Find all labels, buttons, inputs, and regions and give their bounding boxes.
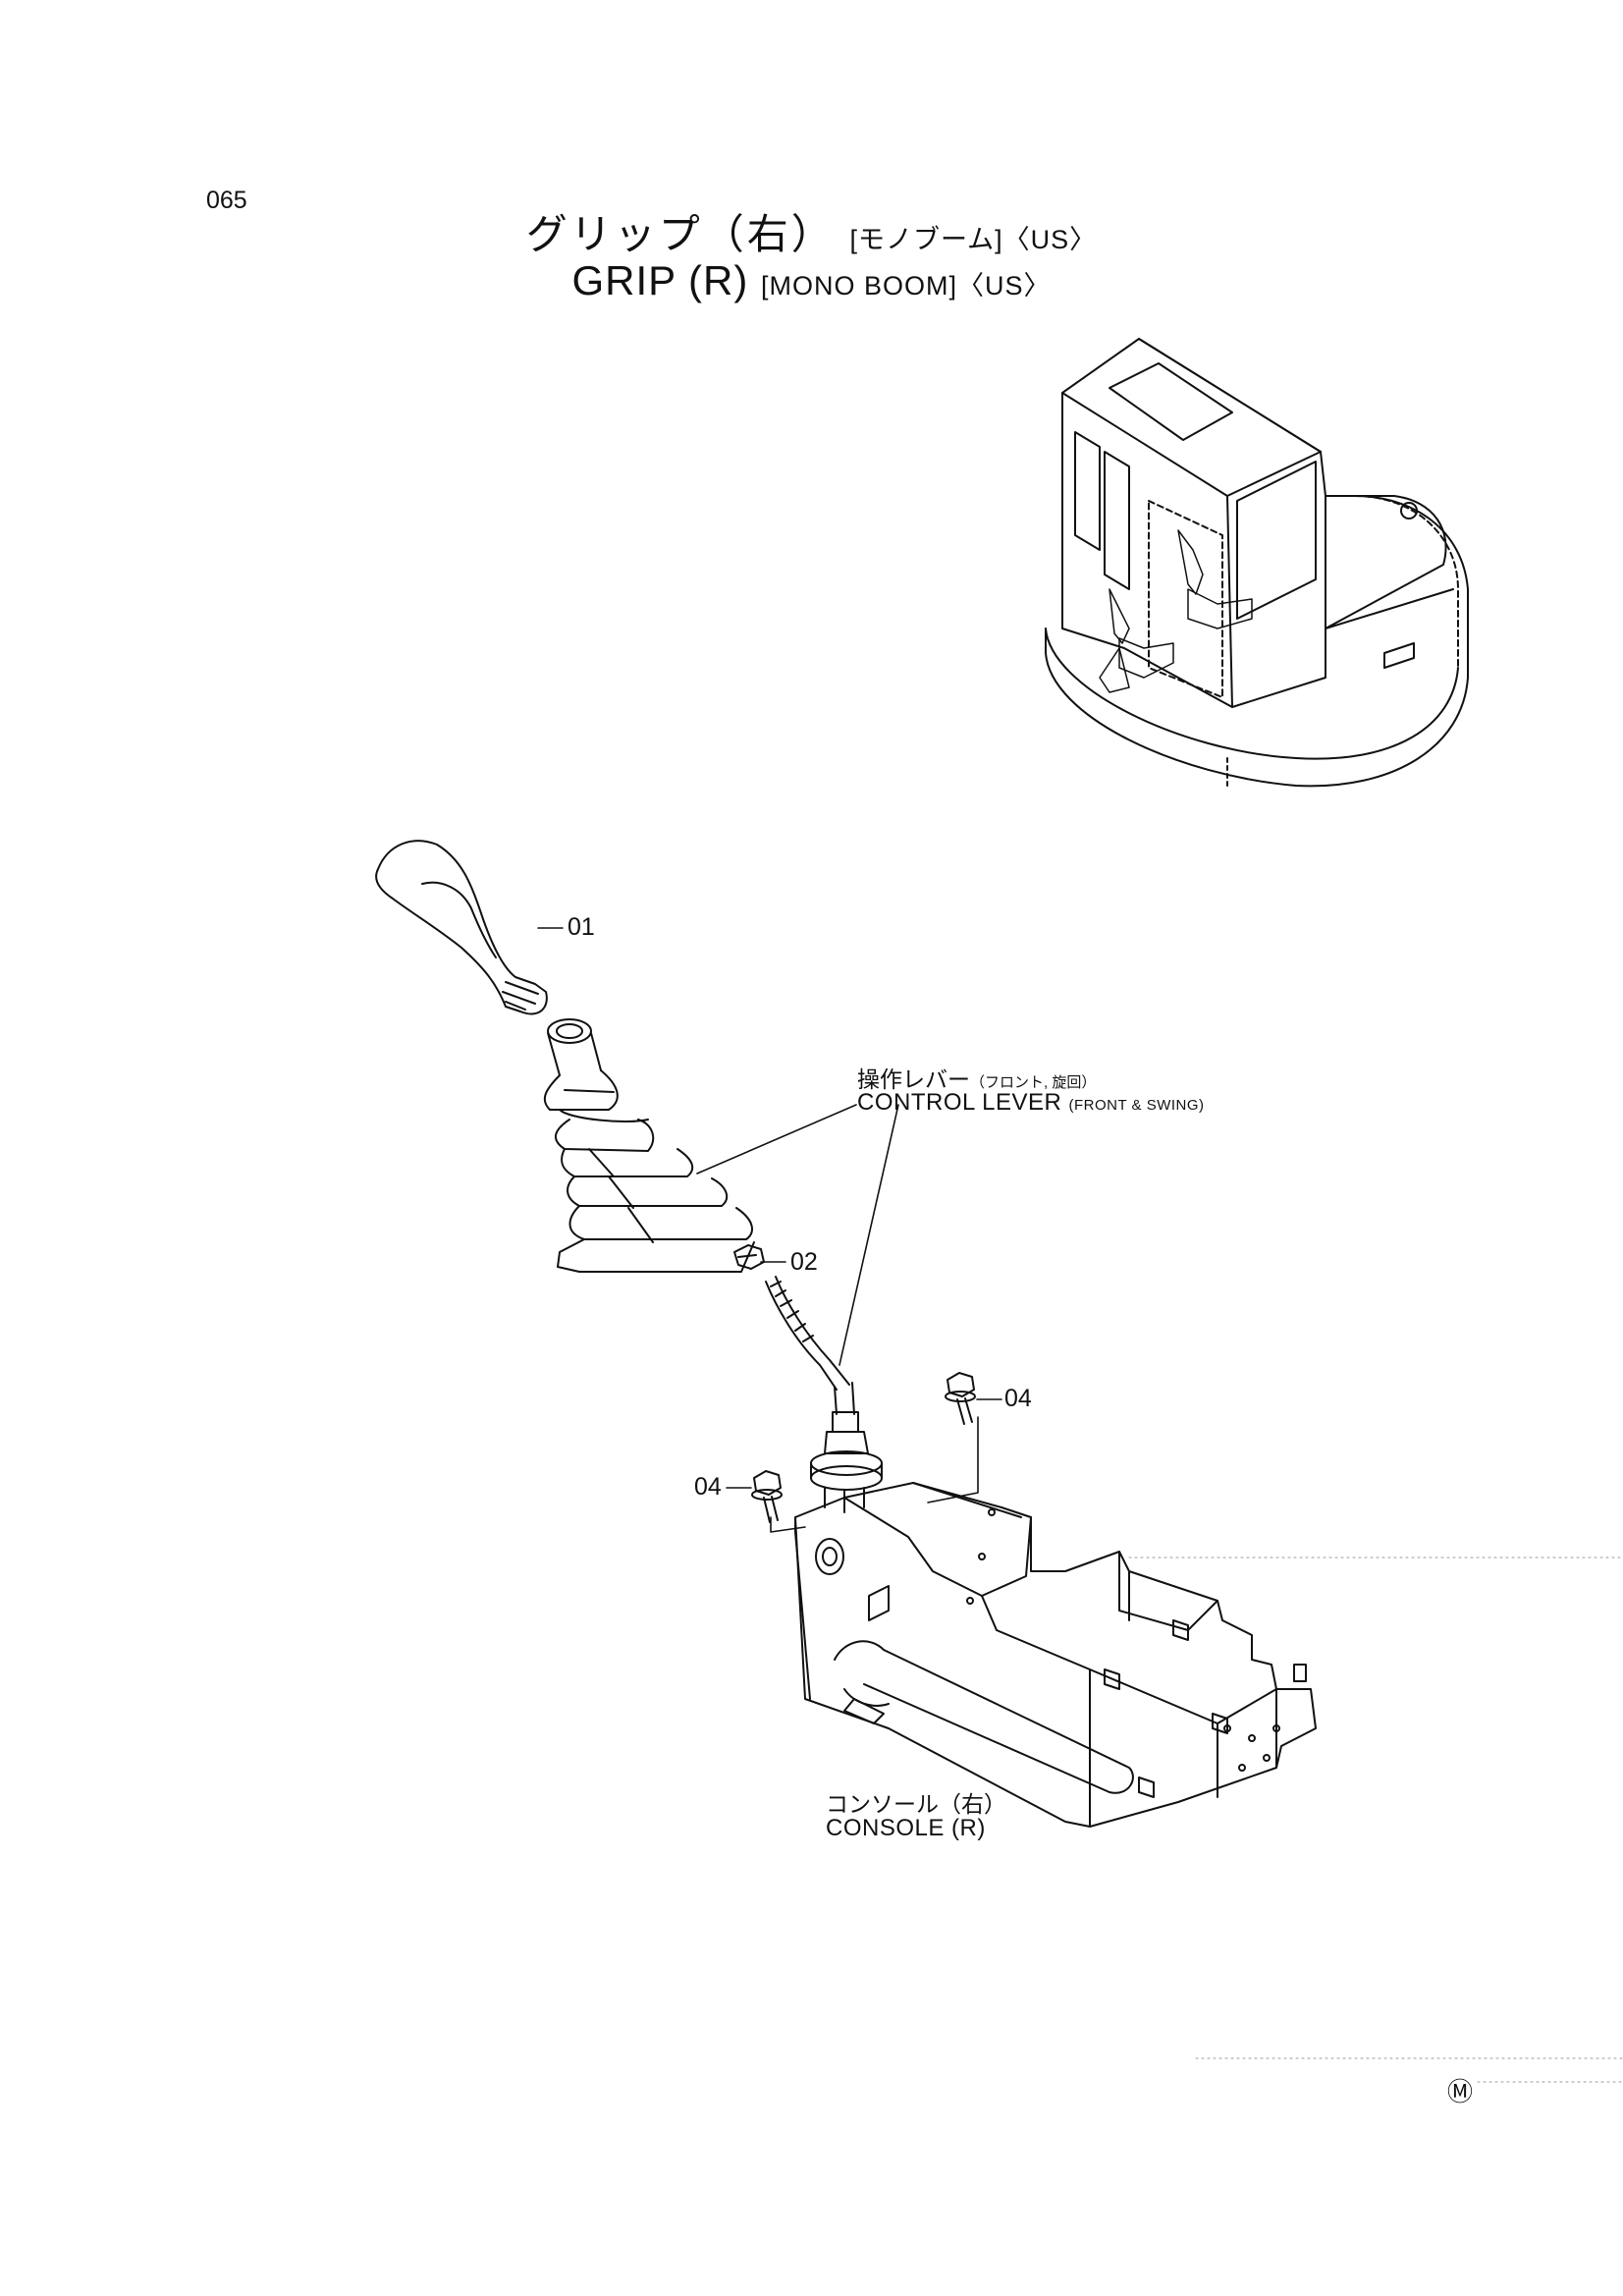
bolt-upper-bracket <box>927 1416 979 1503</box>
callout-04-lower: 04 <box>694 1473 722 1501</box>
control-lever-en-label: CONTROL LEVER (FRONT & SWING) <box>857 1089 1205 1117</box>
lever-rod <box>765 1276 883 1513</box>
control-lever-jp-label: 操作レバー（フロント, 旋回） <box>857 1061 1096 1094</box>
control-lever-jp-sub: （フロント, 旋回） <box>970 1074 1097 1091</box>
title-jp-sub: [モノブーム]〈US〉 <box>849 225 1098 254</box>
leader-rod <box>839 1104 899 1366</box>
page-number: 065 <box>206 187 247 214</box>
callout-01: 01 <box>568 913 595 941</box>
leader-lines <box>537 927 1002 1533</box>
nut-part <box>733 1244 765 1270</box>
scan-dots <box>1128 1557 1623 2083</box>
console-part <box>794 1482 1317 1828</box>
control-lever-en-text: CONTROL LEVER <box>857 1089 1062 1116</box>
control-lever-en-sub: (FRONT & SWING) <box>1068 1097 1205 1114</box>
cab-locator-illustration <box>1045 338 1469 788</box>
callout-02: 02 <box>790 1248 818 1276</box>
title-japanese: グリップ（右） [モノブーム]〈US〉 <box>0 201 1623 261</box>
control-lever-boot <box>543 1018 755 1273</box>
title-en-sub: [MONO BOOM]〈US〉 <box>761 271 1052 301</box>
bolt-lower-bracket <box>770 1516 806 1533</box>
console-jp-label: コンソール（右） <box>826 1791 1006 1817</box>
title-jp-main: グリップ（右） <box>525 211 836 257</box>
callout-04-upper: 04 <box>1004 1385 1032 1412</box>
m-mark-icon: Ⓜ <box>1447 2077 1474 2106</box>
title-en-main: GRIP (R) <box>571 257 749 303</box>
bolt-upper-part <box>945 1372 976 1425</box>
grip-part <box>375 840 548 1015</box>
bolt-lower-part <box>751 1470 783 1523</box>
title-english: GRIP (R) [MONO BOOM]〈US〉 <box>0 257 1623 304</box>
console-en-label: CONSOLE (R) <box>826 1815 986 1841</box>
leader-boot <box>696 1104 857 1175</box>
control-lever-jp-text: 操作レバー <box>857 1066 970 1092</box>
